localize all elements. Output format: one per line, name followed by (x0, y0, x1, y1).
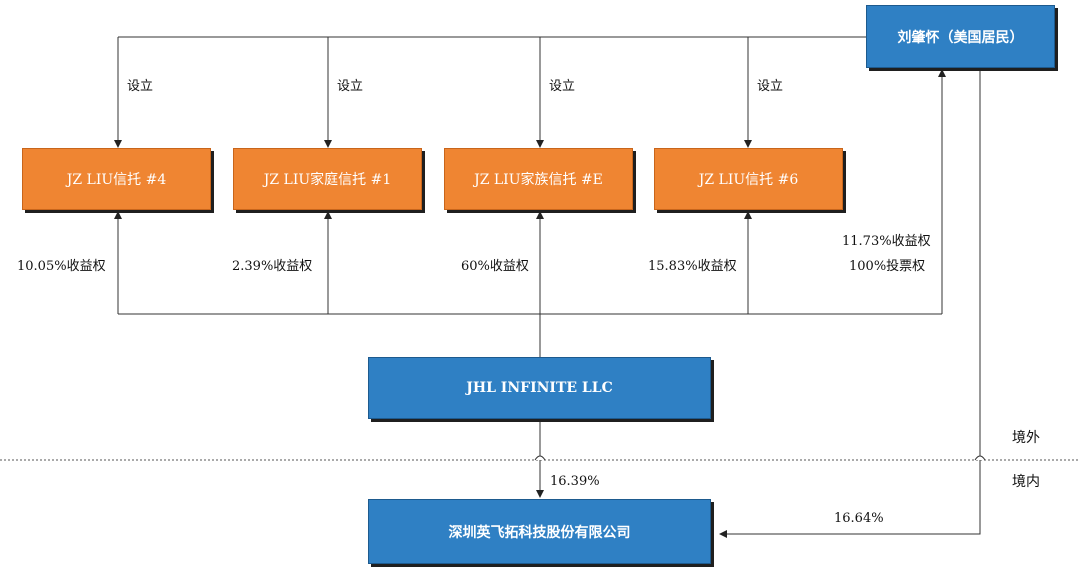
jhl-infinite-node: JHL INFINITE LLC (368, 357, 711, 419)
stake-label-jhl: 16.39% (550, 474, 600, 489)
region-label-offshore: 境外 (1012, 430, 1040, 446)
crossing-bridge-jhl (534, 455, 546, 461)
family-trust-e-node: JZ LIU家族信托 #E (444, 148, 633, 210)
founder-node: 刘肇怀（美国居民） (866, 5, 1055, 68)
establish-label-trustE: 设立 (549, 79, 576, 94)
establish-label-trust4: 设立 (127, 79, 154, 94)
trust-6-node: JZ LIU信托 #6 (654, 148, 843, 210)
voting-label-founder: 100%投票权 (849, 259, 926, 274)
establish-label-trust6: 设立 (757, 79, 784, 94)
founder-to-company-line (719, 68, 981, 538)
establish-label-trust1: 设立 (337, 79, 364, 94)
stake-label-founder: 16.64% (834, 511, 884, 526)
company-node: 深圳英飞拓科技股份有限公司 (368, 499, 711, 564)
region-label-onshore: 境内 (1012, 474, 1040, 490)
benefit-label-trust6: 15.83%收益权 (648, 259, 737, 274)
crossing-bridge-founder (974, 455, 986, 461)
benefit-label-founder: 11.73%收益权 (842, 234, 931, 249)
benefit-label-trust1: 2.39%收益权 (232, 259, 313, 274)
benefit-label-trust4: 10.05%收益权 (17, 259, 106, 274)
family-trust-1-node: JZ LIU家庭信托 #1 (233, 148, 422, 210)
trust-4-node: JZ LIU信托 #4 (22, 148, 211, 210)
benefit-label-trustE: 60%收益权 (461, 259, 529, 274)
